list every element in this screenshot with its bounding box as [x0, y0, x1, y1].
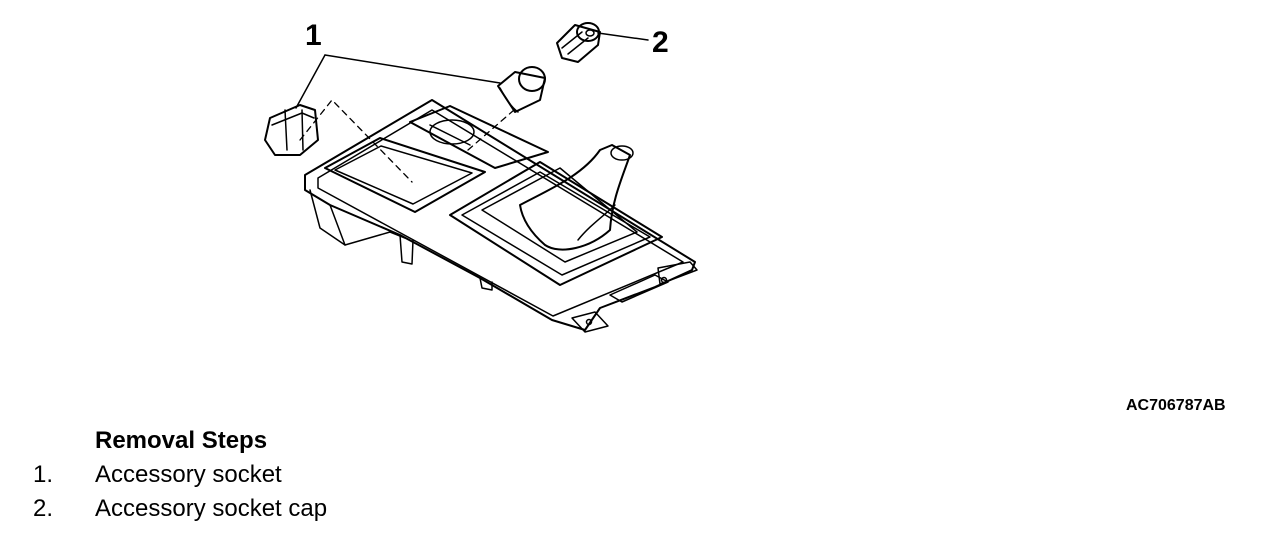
accessory-socket-cap-graphic [556, 22, 601, 63]
step-number: 1. [33, 461, 54, 488]
front-tray [324, 137, 486, 213]
callout-1: 1 [305, 19, 322, 52]
socket-pocket [409, 105, 549, 169]
console-exploded-diagram: 1 2 [264, 19, 698, 333]
floor-console-panel [304, 99, 698, 333]
installation-guide-lines [299, 99, 515, 183]
shift-boot [449, 144, 663, 286]
leader-lines [295, 32, 649, 109]
step-number: 2. [33, 495, 54, 522]
accessory-socket-graphic [264, 66, 546, 156]
removal-steps-title: Removal Steps [95, 427, 268, 454]
step-text: Accessory socket [95, 461, 282, 488]
callout-2: 2 [652, 26, 669, 59]
step-text: Accessory socket cap [95, 495, 328, 522]
drawing-code: AC706787AB [1126, 397, 1226, 414]
